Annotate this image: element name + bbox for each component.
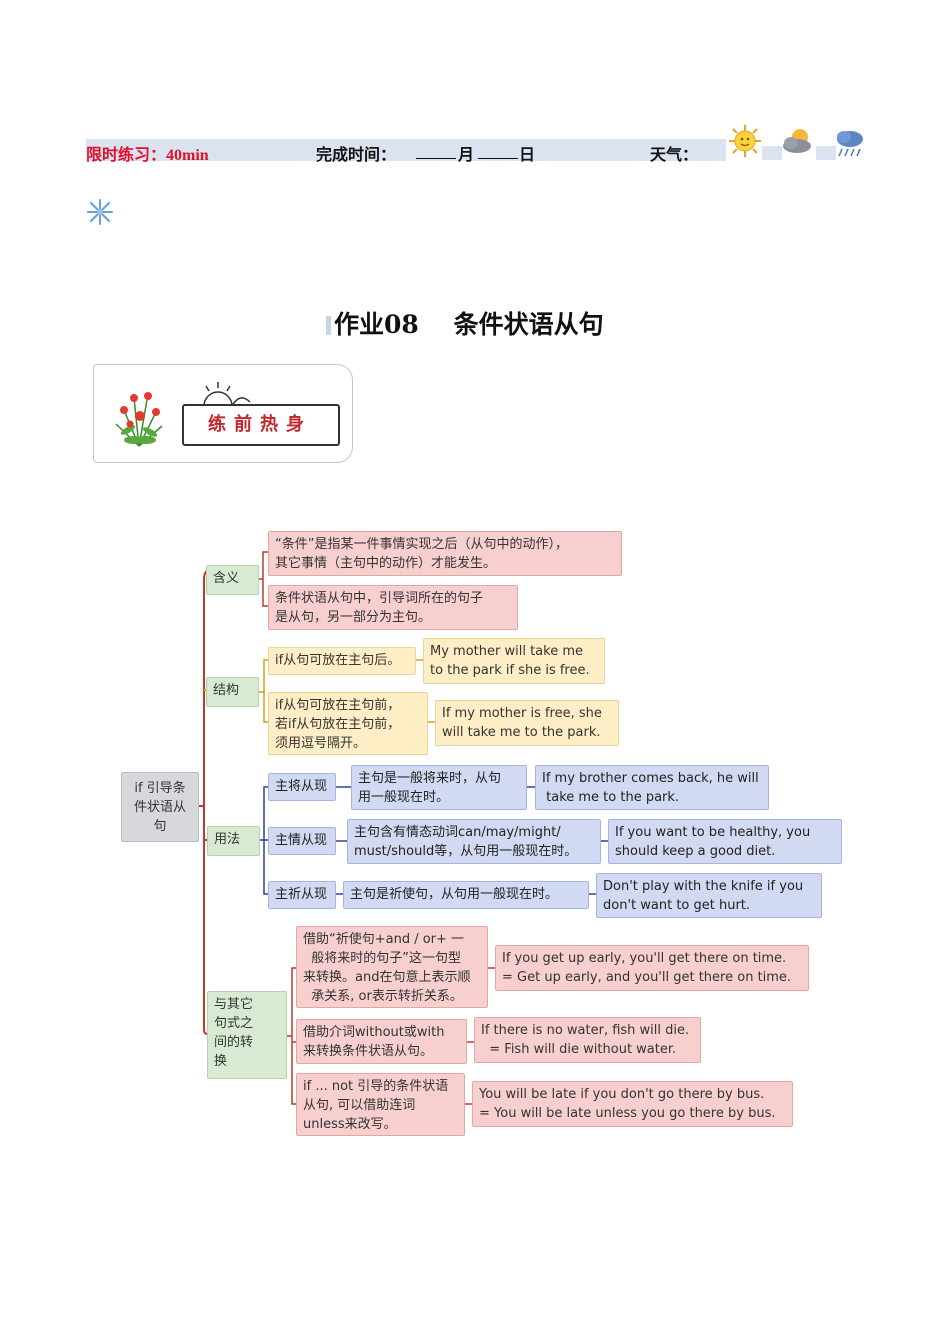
conversion-example-2: If there is no water, fish will die. = F… [474, 1017, 701, 1063]
usage-example-3: Don't play with the knife if you don't w… [596, 873, 822, 918]
branch-label: 用法 [214, 832, 241, 847]
root-label: if 引导条件状语从句 [133, 781, 186, 834]
month-blank [416, 158, 456, 159]
month-label: 月 [458, 147, 475, 164]
usage-rule-3: 主句是祈使句，从句用一般现在时。 [343, 881, 589, 909]
conversion-example-1: If you get up early, you'll get there on… [495, 945, 809, 991]
structure-rule-1: if从句可放在主句后。 [268, 647, 416, 675]
partly-cloudy-icon [783, 129, 811, 153]
usage-type-3: 主祈从现 [268, 881, 336, 909]
finish-time-label: 完成时间： [316, 147, 397, 164]
sun-icon [729, 125, 761, 157]
mindmap-root: if 引导条件状语从句 [121, 772, 199, 842]
page-title: 作业08 条件状语从句 [334, 310, 604, 339]
branch-conversion: 与其它 句式之 间的转 换 [207, 991, 287, 1079]
day-blank [478, 158, 518, 159]
conversion-rule-3: if ... not 引导的条件状语 从句, 可以借助连词 unless来改写。 [296, 1073, 465, 1136]
header-bar-segment [762, 146, 782, 160]
branch-structure: 结构 [206, 677, 259, 707]
usage-type-2: 主情从现 [268, 827, 336, 855]
title-marker [326, 316, 331, 335]
meaning-item-1: “条件”是指某一件事情实现之后（从句中的动作）， 其它事情（主句中的动作）才能发… [268, 531, 622, 576]
snowflake-icon [87, 199, 113, 225]
warmup-label-box [182, 404, 340, 446]
warmup-label: 练前热身 [208, 414, 312, 435]
conversion-example-3: You will be late if you don't go there b… [472, 1081, 793, 1127]
header-bar [86, 139, 726, 161]
branch-label: 与其它 句式之 间的转 换 [214, 997, 254, 1069]
usage-type-1: 主将从现 [268, 773, 336, 801]
structure-example-1: My mother will take me to the park if sh… [423, 638, 605, 684]
meaning-item-2: 条件状语从句中，引导词所在的句子 是从句，另一部分为主句。 [268, 585, 518, 630]
structure-rule-2: if从句可放在主句前， 若if从句放在主句前， 须用逗号隔开。 [268, 692, 428, 755]
time-limit: 限时练习：40min [86, 147, 209, 164]
usage-example-1: If my brother comes back, he will take m… [535, 765, 769, 810]
usage-example-2: If you want to be healthy, you should ke… [608, 819, 842, 864]
flower-plant-icon [115, 392, 163, 447]
branch-usage: 用法 [207, 826, 260, 856]
sun-cloud-icon [203, 382, 251, 407]
day-label: 日 [519, 147, 536, 164]
header-bar-segment [816, 146, 836, 160]
structure-example-2: If my mother is free, she will take me t… [435, 700, 619, 746]
rain-icon [837, 131, 863, 157]
usage-rule-1: 主句是一般将来时，从句 用一般现在时。 [351, 765, 527, 810]
weather-label: 天气： [650, 147, 699, 164]
branch-label: 含义 [213, 571, 240, 586]
conversion-rule-2: 借助介词without或with 来转换条件状语从句。 [296, 1019, 467, 1064]
branch-meaning: 含义 [206, 565, 259, 595]
usage-rule-2: 主句含有情态动词can/may/might/ must/should等，从句用一… [347, 819, 601, 864]
branch-label: 结构 [213, 683, 240, 698]
conversion-rule-1: 借助“祈使句+and / or+ 一 般将来时的句子”这一句型 来转换。and在… [296, 926, 488, 1008]
